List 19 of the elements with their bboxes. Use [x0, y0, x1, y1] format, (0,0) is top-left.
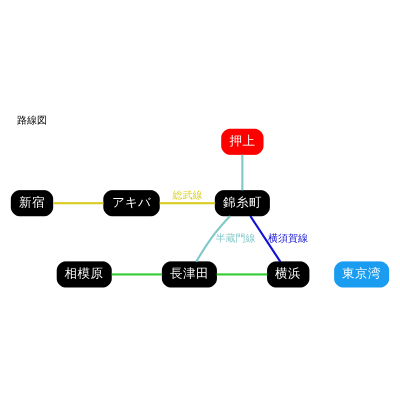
edge-label: 横須賀線	[268, 233, 308, 244]
node-box: 押上	[221, 128, 264, 155]
connector	[112, 273, 162, 276]
node-box: 相模原	[56, 261, 112, 288]
edge-label: 半蔵門線	[215, 233, 256, 244]
connector	[160, 202, 216, 204]
node-box: 新宿	[10, 190, 54, 216]
node-box: アキバ	[103, 190, 160, 216]
diagram-title: 路線図	[17, 116, 47, 127]
connector	[241, 154, 244, 190]
connector	[195, 215, 231, 262]
connector	[216, 273, 268, 276]
node-box: 横浜	[267, 261, 310, 288]
node-box: 東京湾	[334, 261, 390, 288]
edge-label: 総武線	[172, 190, 202, 202]
connector	[53, 202, 104, 204]
node-box: 長津田	[162, 261, 217, 288]
node-box: 錦糸町	[214, 190, 270, 216]
connector	[249, 215, 282, 262]
